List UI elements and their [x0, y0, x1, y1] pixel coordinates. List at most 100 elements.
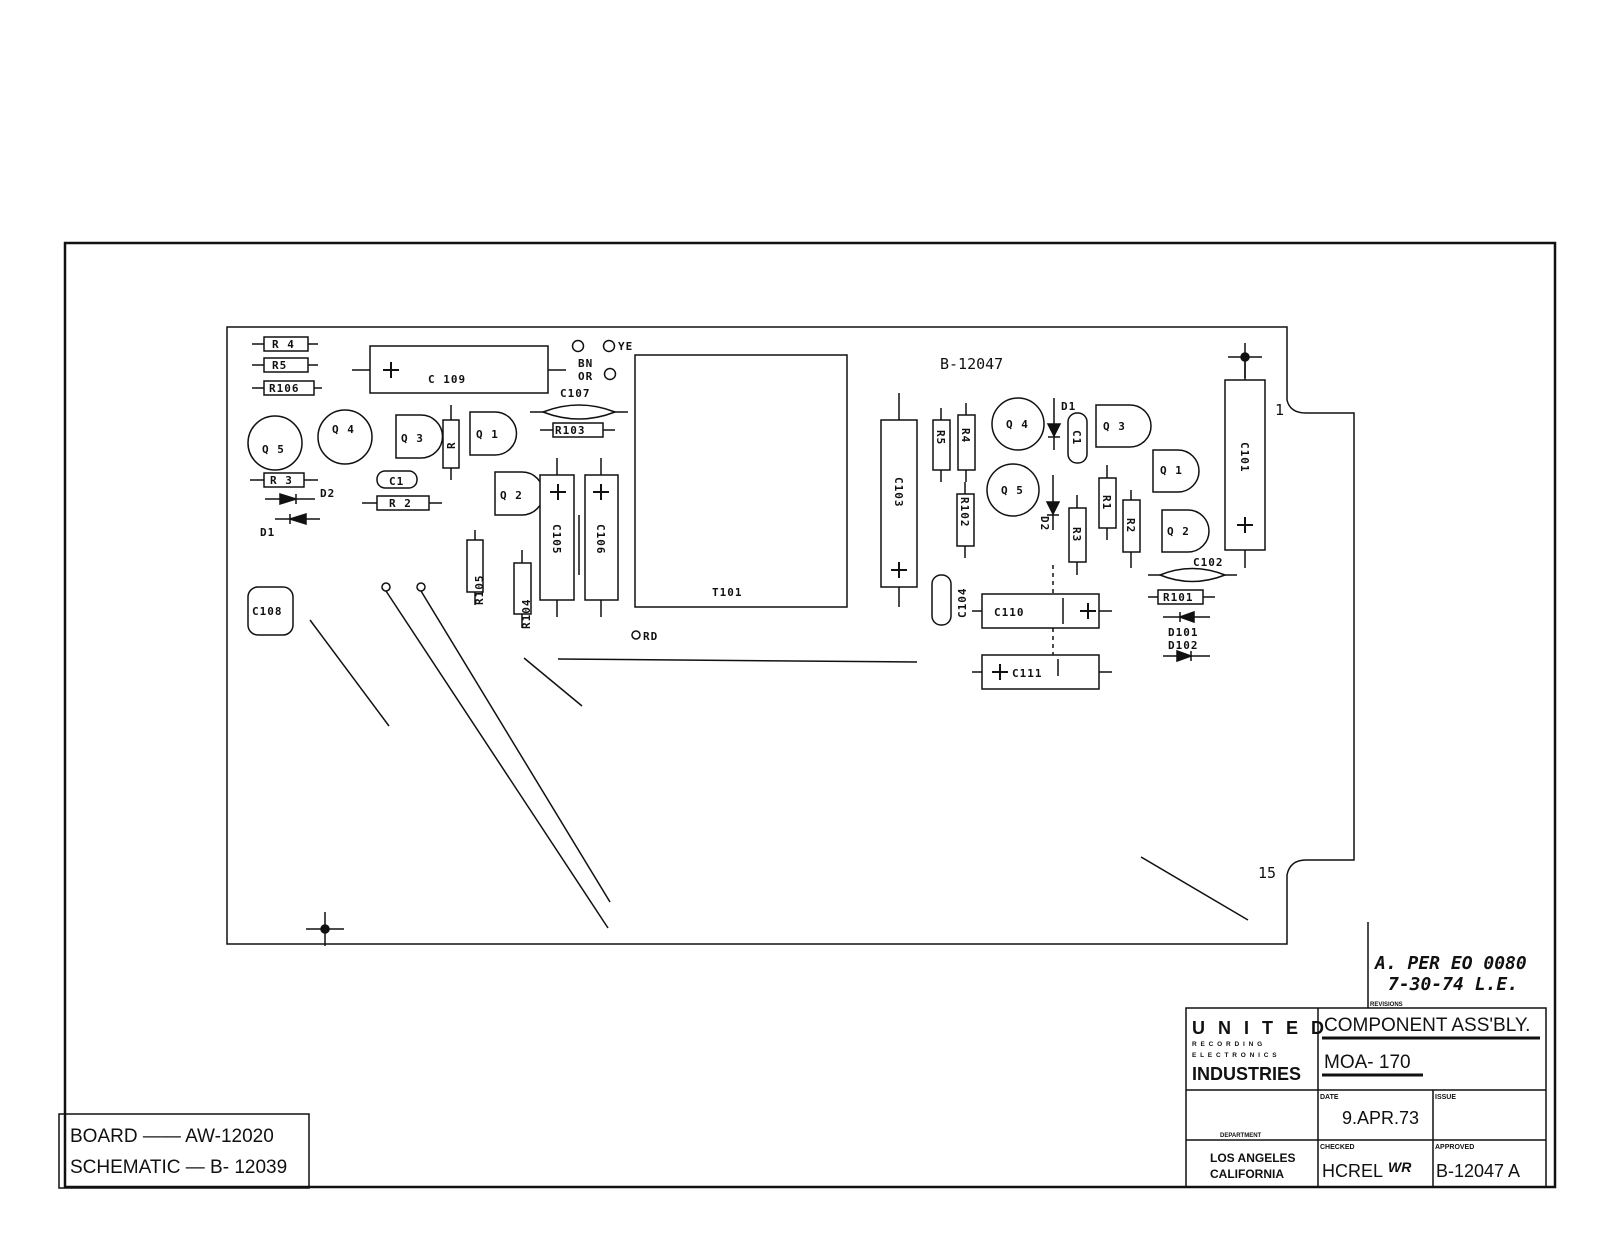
location-line-2: CALIFORNIA — [1210, 1167, 1284, 1181]
label-r2: R 2 — [389, 497, 412, 510]
transistor-q5 — [247, 415, 303, 471]
capacitor-c109 — [369, 345, 549, 394]
jumper-wire-4 — [523, 657, 583, 707]
label-d102: D102 — [1168, 639, 1199, 652]
pcb-outline — [226, 326, 1355, 945]
label-d2: D2 — [320, 487, 335, 500]
resistor-r3-right — [1068, 507, 1087, 563]
label-c1-right: C1 — [1070, 430, 1083, 445]
label-q4-right: Q 4 — [1006, 418, 1029, 431]
label-c103: C103 — [892, 477, 905, 508]
resistor-r105 — [466, 539, 484, 593]
company-name-recording: R E C O R D I N G — [1192, 1041, 1263, 1048]
capacitor-c110 — [981, 593, 1100, 629]
label-q3-right: Q 3 — [1103, 420, 1126, 433]
title-block-drawing-number: B-12047 A — [1436, 1161, 1520, 1181]
jumper-wire-6 — [1140, 856, 1249, 921]
label-r5: R5 — [272, 359, 287, 372]
pad-ye-left — [571, 339, 585, 353]
approved-label: APPROVED — [1435, 1144, 1474, 1151]
label-c111: C111 — [1012, 667, 1043, 680]
label-c104: C104 — [956, 588, 969, 619]
transistor-q1-right — [1152, 449, 1200, 493]
label-r106: R106 — [269, 382, 300, 395]
jumper-wire-5 — [557, 658, 918, 663]
label-q2-right: Q 2 — [1167, 525, 1190, 538]
resistor-r106 — [263, 380, 315, 396]
label-r101: R101 — [1163, 591, 1194, 604]
resistor-r101 — [1157, 589, 1204, 605]
resistor-r4 — [263, 336, 309, 352]
resistor-r5-right — [932, 419, 951, 471]
board-reference: BOARD —— AW-12020 — [70, 1126, 274, 1147]
capacitor-c102 — [1158, 567, 1228, 583]
resistor-r104 — [513, 562, 532, 615]
label-c101: C101 — [1238, 442, 1251, 473]
transistor-q4 — [317, 409, 373, 465]
board-drawing-number: B-12047 — [940, 355, 1003, 373]
capacitor-c107 — [540, 404, 618, 420]
label-d101: D101 — [1168, 626, 1199, 639]
mounting-hole-bottom-left — [306, 912, 344, 946]
title-block — [1185, 1007, 1547, 1188]
label-q1: Q 1 — [476, 428, 499, 441]
diode-d2 — [279, 492, 299, 506]
label-t101: T101 — [712, 586, 743, 599]
label-c109: C 109 — [428, 373, 466, 386]
resistor-r3 — [263, 472, 305, 488]
resistor-r1-right — [1098, 477, 1117, 529]
label-r4-right: R4 — [959, 428, 972, 443]
label-bn: BN — [578, 357, 593, 370]
pin-15-label: 15 — [1258, 864, 1276, 882]
schematic-reference: SCHEMATIC — B- 12039 — [70, 1157, 287, 1178]
transistor-q3-right — [1095, 404, 1152, 448]
company-name-electronics: E L E C T R O N I C S — [1192, 1052, 1278, 1059]
date-label: DATE — [1320, 1094, 1339, 1101]
revision-line-1: A. PER EO 0080 — [1374, 953, 1527, 974]
capacitor-c1-right — [1067, 412, 1088, 464]
label-c102: C102 — [1193, 556, 1224, 569]
checked-label: CHECKED — [1320, 1144, 1355, 1151]
label-r103: R103 — [555, 424, 586, 437]
diode-d101 — [1177, 610, 1195, 624]
company-name-united: U N I T E D — [1192, 1018, 1328, 1038]
label-c106: C106 — [594, 524, 607, 555]
drawing-border — [63, 241, 1557, 1189]
pad-wire-b — [416, 582, 426, 592]
label-r1-right: R1 — [1100, 495, 1113, 510]
checked-value: HCREL — [1322, 1161, 1383, 1181]
transformer-t101 — [634, 354, 848, 608]
capacitor-c108 — [247, 586, 294, 636]
label-ye: YE — [618, 340, 633, 353]
resistor-r103 — [552, 422, 604, 438]
label-d1-right: D1 — [1061, 400, 1076, 413]
label-q5: Q 5 — [262, 443, 285, 456]
label-or: OR — [578, 370, 593, 383]
label-r4: R 4 — [272, 338, 295, 351]
issue-label: ISSUE — [1435, 1094, 1456, 1101]
revision-line-2: 7-30-74 L.E. — [1388, 974, 1518, 995]
jumper-wire-3 — [420, 590, 611, 903]
label-q4: Q 4 — [332, 423, 355, 436]
label-d1: D1 — [260, 526, 275, 539]
label-c110: C110 — [994, 606, 1025, 619]
label-r5-right: R5 — [934, 430, 947, 445]
diode-d1-right — [1046, 423, 1062, 438]
label-r2-right: R2 — [1124, 518, 1137, 533]
jumper-wire-2 — [385, 590, 609, 929]
label-r104: R104 — [520, 599, 533, 630]
label-q2: Q 2 — [500, 489, 523, 502]
resistor-r102 — [956, 493, 975, 547]
label-c107: C107 — [560, 387, 591, 400]
label-q5-right: Q 5 — [1001, 484, 1024, 497]
label-c105: C105 — [550, 524, 563, 555]
transistor-q2-right — [1161, 509, 1210, 553]
label-r: R — [445, 441, 458, 449]
capacitor-c104 — [931, 574, 952, 626]
resistor-r2 — [376, 495, 430, 511]
diode-d102 — [1176, 649, 1194, 663]
resistor-r4-right — [957, 414, 976, 471]
label-r102: R102 — [958, 497, 971, 528]
label-c108: C108 — [252, 605, 283, 618]
